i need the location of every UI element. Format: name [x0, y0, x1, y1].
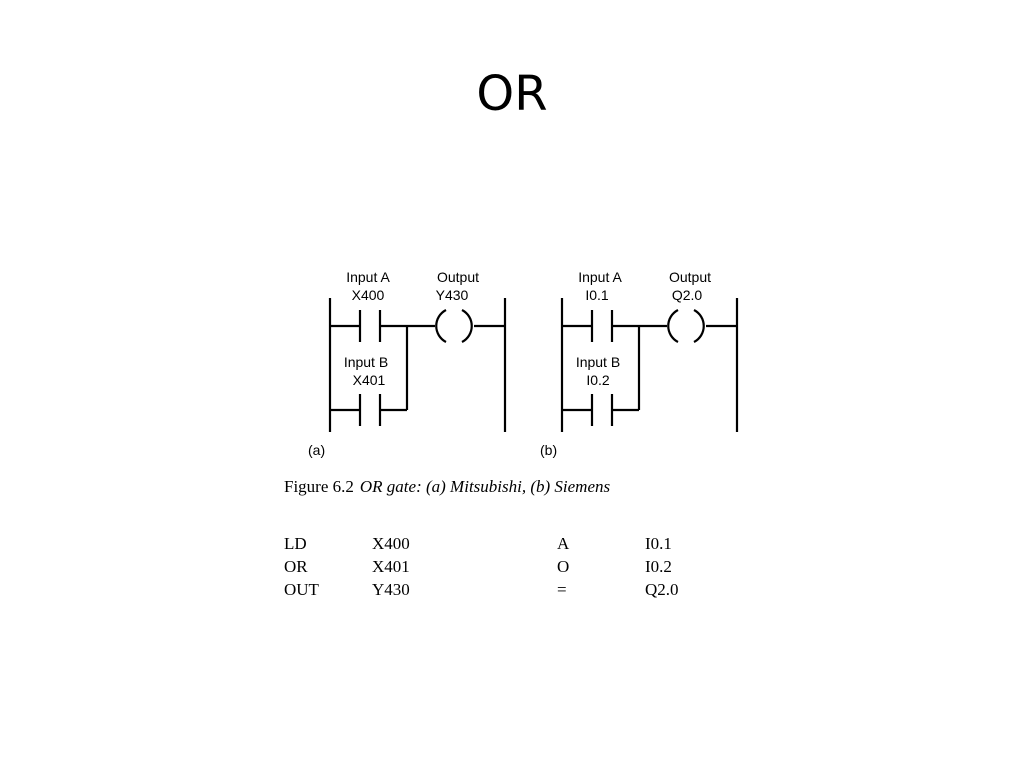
instruction-row: = Q2.0	[557, 578, 679, 601]
input-a-name: Input A	[578, 269, 622, 285]
diagram-label: (a)	[308, 442, 325, 458]
ladder-diagram-b: Input A I0.1 Output Q2.0 Input B I0.2 (b…	[540, 269, 739, 458]
input-b-name: Input B	[576, 354, 620, 370]
diagram-label: (b)	[540, 442, 557, 458]
input-a-address: X400	[352, 287, 385, 303]
instruction-list-siemens: A I0.1 O I0.2 = Q2.0	[557, 532, 679, 601]
instruction-op: OR	[284, 557, 308, 576]
figure-caption-text: OR gate: (a) Mitsubishi, (b) Siemens	[359, 477, 611, 496]
instruction-op: LD	[284, 534, 307, 553]
instruction-op: =	[557, 580, 567, 599]
coil-left-arc	[667, 309, 679, 343]
instruction-operand: Y430	[372, 580, 410, 599]
instruction-op: OUT	[284, 580, 319, 599]
instruction-row: OUT Y430	[284, 578, 410, 601]
instruction-row: OR X401	[284, 555, 410, 578]
ladder-diagram-a: Input A X400 Output Y430 Input B X401 (a…	[308, 269, 507, 458]
output-name: Output	[437, 269, 479, 285]
input-a-address: I0.1	[585, 287, 609, 303]
coil-right-arc	[693, 309, 705, 343]
input-b-name: Input B	[344, 354, 388, 370]
instruction-operand: Q2.0	[645, 580, 679, 599]
coil-right-arc	[461, 309, 473, 343]
figure-caption: Figure 6.2 OR gate: (a) Mitsubishi, (b) S…	[284, 476, 744, 498]
output-address: Q2.0	[672, 287, 703, 303]
figure-number: Figure 6.2	[284, 477, 354, 496]
instruction-row: LD X400	[284, 532, 410, 555]
instruction-op: A	[557, 534, 570, 553]
output-address: Y430	[436, 287, 469, 303]
instruction-op: O	[557, 557, 570, 576]
instruction-operand: I0.2	[645, 557, 672, 576]
instruction-row: A I0.1	[557, 532, 679, 555]
instruction-row: O I0.2	[557, 555, 679, 578]
instruction-list-mitsubishi: LD X400 OR X401 OUT Y430	[284, 532, 410, 601]
instruction-operand: I0.1	[645, 534, 672, 553]
coil-left-arc	[435, 309, 447, 343]
input-b-address: I0.2	[586, 372, 610, 388]
slide-title: OR	[476, 66, 548, 122]
input-a-name: Input A	[346, 269, 390, 285]
output-name: Output	[669, 269, 711, 285]
input-b-address: X401	[353, 372, 386, 388]
instruction-operand: X400	[372, 534, 410, 553]
instruction-operand: X401	[372, 557, 410, 576]
